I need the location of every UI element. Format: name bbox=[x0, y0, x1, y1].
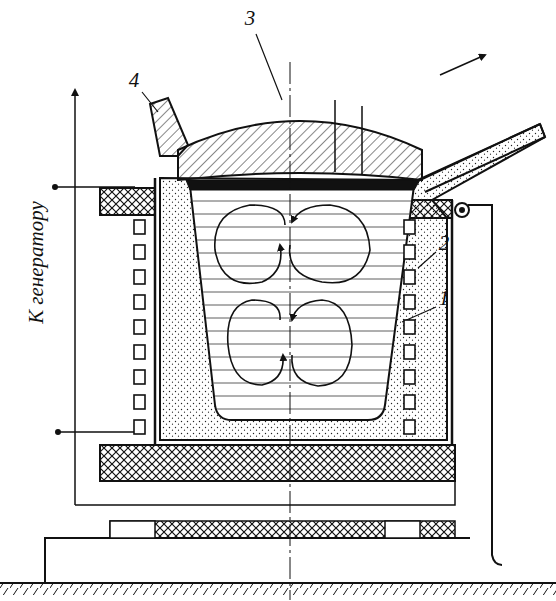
coil-turn bbox=[404, 345, 415, 359]
coil-turn bbox=[134, 420, 145, 434]
generator-label: К генератору bbox=[26, 201, 47, 324]
coil-turn bbox=[134, 220, 145, 234]
coil-turn bbox=[134, 395, 145, 409]
coil-turn bbox=[404, 220, 415, 234]
coil-turn bbox=[134, 320, 145, 334]
coil-turn bbox=[134, 370, 145, 384]
coil-turn bbox=[134, 295, 145, 309]
coil-turn bbox=[404, 395, 415, 409]
callout-number: 3 bbox=[245, 8, 256, 29]
callout-number: 4 bbox=[129, 70, 140, 91]
coil-turn bbox=[404, 320, 415, 334]
callout-number: 1 bbox=[439, 288, 450, 309]
coil-turn bbox=[134, 345, 145, 359]
coil-turn bbox=[404, 245, 415, 259]
coil-turn bbox=[404, 270, 415, 284]
callout-number: 2 bbox=[439, 233, 450, 254]
coil-turn bbox=[404, 420, 415, 434]
coil-turn bbox=[134, 245, 145, 259]
coil-turn bbox=[404, 295, 415, 309]
coil-turn bbox=[134, 270, 145, 284]
coil-turn bbox=[404, 370, 415, 384]
